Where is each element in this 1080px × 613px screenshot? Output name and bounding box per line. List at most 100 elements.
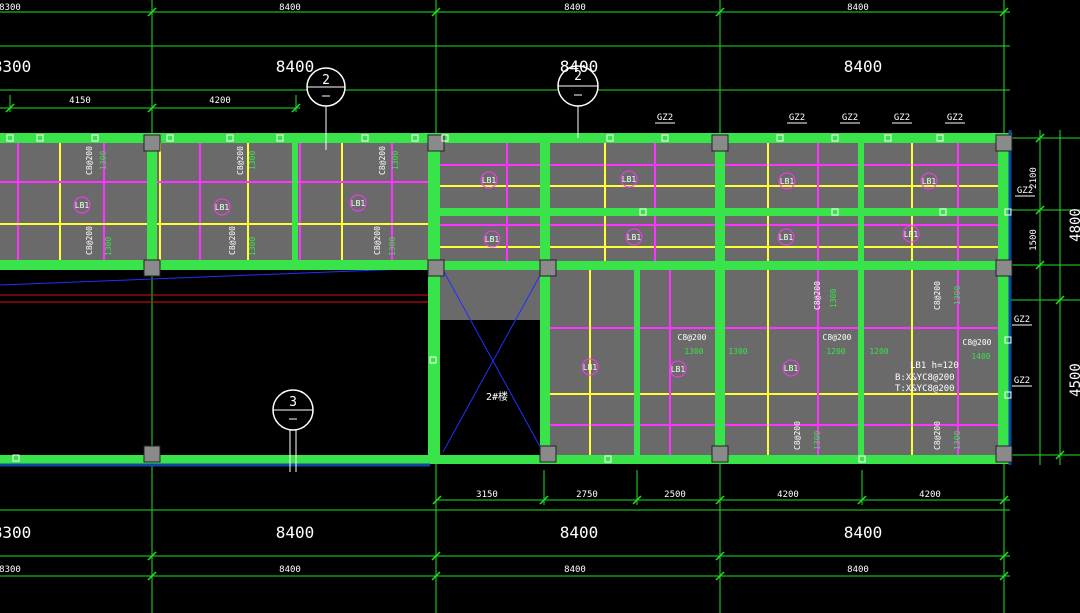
- rebar-length: 1300: [388, 237, 397, 256]
- beam-marker: [831, 134, 839, 142]
- dim-bottom-sub-3: 2500: [664, 490, 686, 500]
- rebar-length: 1300: [728, 347, 747, 356]
- dimension-text-right: 2100 1500 4800 4500: [1029, 167, 1080, 397]
- beam: [998, 133, 1010, 464]
- dimension-tick: [291, 103, 301, 113]
- dim-top-large-1: 8300: [0, 57, 31, 76]
- column-tag: GZ2: [657, 113, 673, 123]
- beam-marker: [226, 134, 234, 142]
- beam-marker: [939, 208, 947, 216]
- rebar-spec: C8@200: [813, 281, 822, 310]
- rebar-length: 1300: [829, 289, 838, 308]
- rebar-length: 1300: [953, 431, 962, 450]
- column: [711, 134, 729, 152]
- dim-right-large-2: 4500: [1068, 363, 1080, 397]
- beam-marker: [12, 454, 20, 462]
- column-tag: GZ2: [1017, 186, 1033, 196]
- dimension-tick: [147, 551, 157, 561]
- dim-right-sub-2: 1500: [1029, 229, 1039, 251]
- stair-label: 2#楼: [486, 390, 508, 403]
- beam: [292, 133, 298, 270]
- slab-label-ring: [778, 172, 796, 190]
- rebar-length: 1300: [684, 347, 703, 356]
- dim-top-small-3: 8400: [564, 3, 586, 13]
- beam-marker: [6, 134, 14, 142]
- dimension-ticks: [5, 7, 1065, 581]
- slab-label-ring: [73, 196, 91, 214]
- dimension-text-bottom: 3150 2750 2500 4200 4200 8300 8400 8400 …: [0, 490, 941, 575]
- dimension-tick: [999, 7, 1009, 17]
- stair-opening: [442, 269, 544, 453]
- rebar-spec: C8@200: [236, 146, 245, 175]
- dim-bottom-sub-4: 4200: [777, 490, 799, 500]
- dim-top-small-1: 8300: [0, 3, 21, 13]
- column: [995, 134, 1013, 152]
- rebar-length: 1300: [391, 151, 400, 170]
- rebar-length: 1300: [248, 237, 257, 256]
- slab-label-ring: [620, 170, 638, 188]
- slab-label: LB1: [351, 199, 366, 208]
- slab-edge-lines: [0, 130, 1012, 467]
- slab-label-ring: [782, 359, 800, 377]
- beam-marker: [776, 134, 784, 142]
- slab-label: LB1: [485, 235, 500, 244]
- slab-label-ring: [902, 225, 920, 243]
- slab-note-line-1: LB1 h=120: [910, 361, 959, 371]
- dim-right-sub-1: 2100: [1029, 167, 1039, 189]
- beam-marker: [831, 208, 839, 216]
- beam-markers: [6, 134, 1012, 463]
- slab-label: LB1: [779, 233, 794, 242]
- axis-bubble-top-b: 2: [557, 65, 599, 138]
- rebar-spec: C8@200: [823, 333, 852, 342]
- slab-label: LB1: [627, 233, 642, 242]
- beam-marker: [36, 134, 44, 142]
- dim-bottom-sub-5: 4200: [919, 490, 941, 500]
- slab-label-ring: [920, 172, 938, 190]
- dim-bottom-large-4: 8400: [844, 523, 883, 542]
- dimension-tick: [5, 103, 15, 113]
- rebar-length: 1300: [104, 237, 113, 256]
- axis-bubble-top-a: 2: [306, 67, 346, 150]
- dim-top-sub-1: 4150: [69, 96, 91, 106]
- dimension-tick: [1055, 295, 1065, 305]
- beam: [0, 455, 430, 464]
- beam-marker: [884, 134, 892, 142]
- dimension-tick: [147, 571, 157, 581]
- rebar-spec: C8@200: [933, 281, 942, 310]
- column-tag: GZ2: [842, 113, 858, 123]
- slab-label-ring: [349, 194, 367, 212]
- beam-marker: [411, 134, 419, 142]
- dimension-tick: [431, 571, 441, 581]
- rebar-length: 1300: [953, 286, 962, 305]
- dim-bottom-small-3: 8400: [564, 565, 586, 575]
- dimension-tick: [147, 103, 157, 113]
- beam: [0, 260, 430, 270]
- rebar-length: 1400: [971, 352, 990, 361]
- beam-marker: [604, 455, 612, 463]
- slab-label-ring: [669, 360, 687, 378]
- rebar-spec: C8@200: [963, 338, 992, 347]
- dimension-tick: [857, 495, 867, 505]
- dim-top-sub-2: 4200: [209, 96, 231, 106]
- slab-note: LB1 h=120 B:X&YC8@200 T:X&YC8@200: [895, 361, 959, 394]
- dim-right-large-1: 4800: [1068, 208, 1080, 242]
- column: [995, 259, 1013, 277]
- slab-label-ring: [581, 358, 599, 376]
- column: [427, 259, 445, 277]
- dim-top-small-4: 8400: [847, 3, 869, 13]
- slab-note-line-3: T:X&YC8@200: [895, 384, 955, 394]
- columns: [143, 134, 1013, 463]
- rebar-spec: C8@200: [85, 226, 94, 255]
- rebar-spec: C8@200: [228, 226, 237, 255]
- beam: [634, 268, 640, 456]
- dimension-tick: [432, 495, 442, 505]
- dim-top-large-2: 8400: [276, 57, 315, 76]
- beam-marker: [606, 134, 614, 142]
- beam: [540, 133, 550, 464]
- slab-label-ring: [625, 228, 643, 246]
- dimension-text-top: 8300 8400 8400 8400 8300 8400 8400 8400 …: [0, 3, 882, 106]
- beam: [440, 208, 1005, 216]
- slab-note-line-2: B:X&YC8@200: [895, 373, 955, 383]
